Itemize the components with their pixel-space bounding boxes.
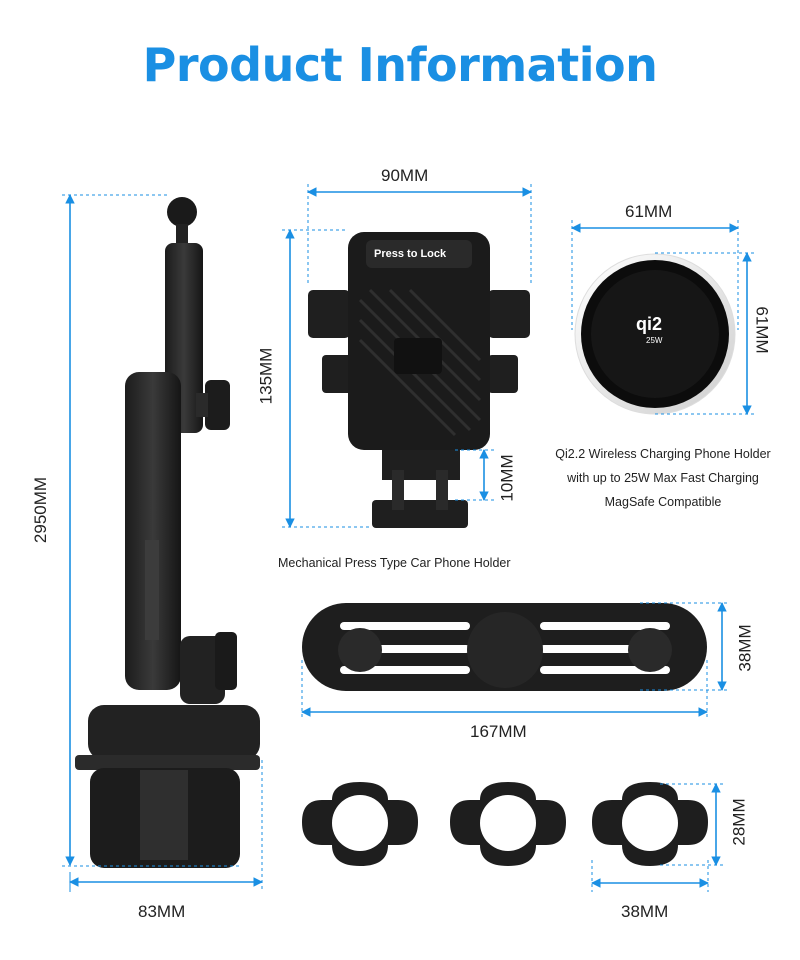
magnetic-charger bbox=[574, 253, 736, 415]
clamp-foot-label: 10MM bbox=[497, 454, 517, 502]
page-title: Product Information bbox=[142, 38, 658, 92]
wireless-caption-line2: with up to 25W Max Fast Charging bbox=[567, 471, 759, 485]
phone-clamp bbox=[308, 232, 530, 528]
ring-height-label: 28MM bbox=[729, 798, 749, 846]
wireless-caption-line1: Qi2.2 Wireless Charging Phone Holder bbox=[555, 447, 771, 461]
clamp-width-label: 90MM bbox=[381, 166, 429, 185]
clamp-height-label: 135MM bbox=[256, 347, 276, 405]
ring-width-label: 38MM bbox=[621, 902, 669, 921]
wireless-caption-line3: MagSafe Compatible bbox=[604, 495, 722, 509]
magnet-width-label: 61MM bbox=[625, 202, 673, 221]
mechanical-caption: Mechanical Press Type Car Phone Holder bbox=[278, 556, 511, 570]
adapter-rings bbox=[302, 782, 708, 866]
arm-height-label: 2950MM bbox=[31, 476, 51, 544]
telescopic-arm bbox=[75, 197, 260, 868]
magnet-height-label: 61MM bbox=[752, 306, 772, 354]
bar-width-label: 167MM bbox=[470, 722, 527, 741]
mounting-bar bbox=[302, 603, 707, 691]
qi-logo: qi2 bbox=[636, 314, 663, 334]
bar-height-label: 38MM bbox=[735, 624, 755, 672]
base-width-label: 83MM bbox=[138, 902, 186, 921]
wireless-caption: Qi2.2 Wireless Charging Phone Holder wit… bbox=[552, 442, 774, 514]
clamp-lock-label: Press to Lock bbox=[374, 248, 447, 260]
watt-label: 25W bbox=[646, 336, 663, 345]
